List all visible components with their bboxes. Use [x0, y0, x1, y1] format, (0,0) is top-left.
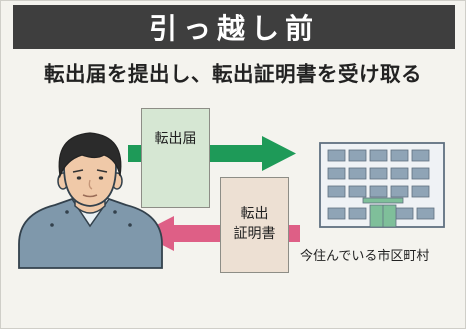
- moving-out-certificate-document: 転出 証明書: [220, 177, 289, 273]
- moving-out-notice-label: 転出届: [154, 131, 197, 147]
- certificate-label-line2: 証明書: [233, 226, 276, 242]
- page-title: 引っ越し前: [148, 12, 319, 45]
- building-icon: [319, 142, 445, 228]
- person-icon: [18, 132, 163, 269]
- certificate-label-line1: 転出: [240, 206, 269, 222]
- subtitle: 転出届を提出し、転出証明書を受け取る: [44, 62, 422, 86]
- moving-out-notice-document: 転出届: [141, 108, 210, 208]
- title-bar: 引っ越し前: [13, 5, 455, 49]
- current-municipality-label: 今住んでいる市区町村: [300, 249, 430, 264]
